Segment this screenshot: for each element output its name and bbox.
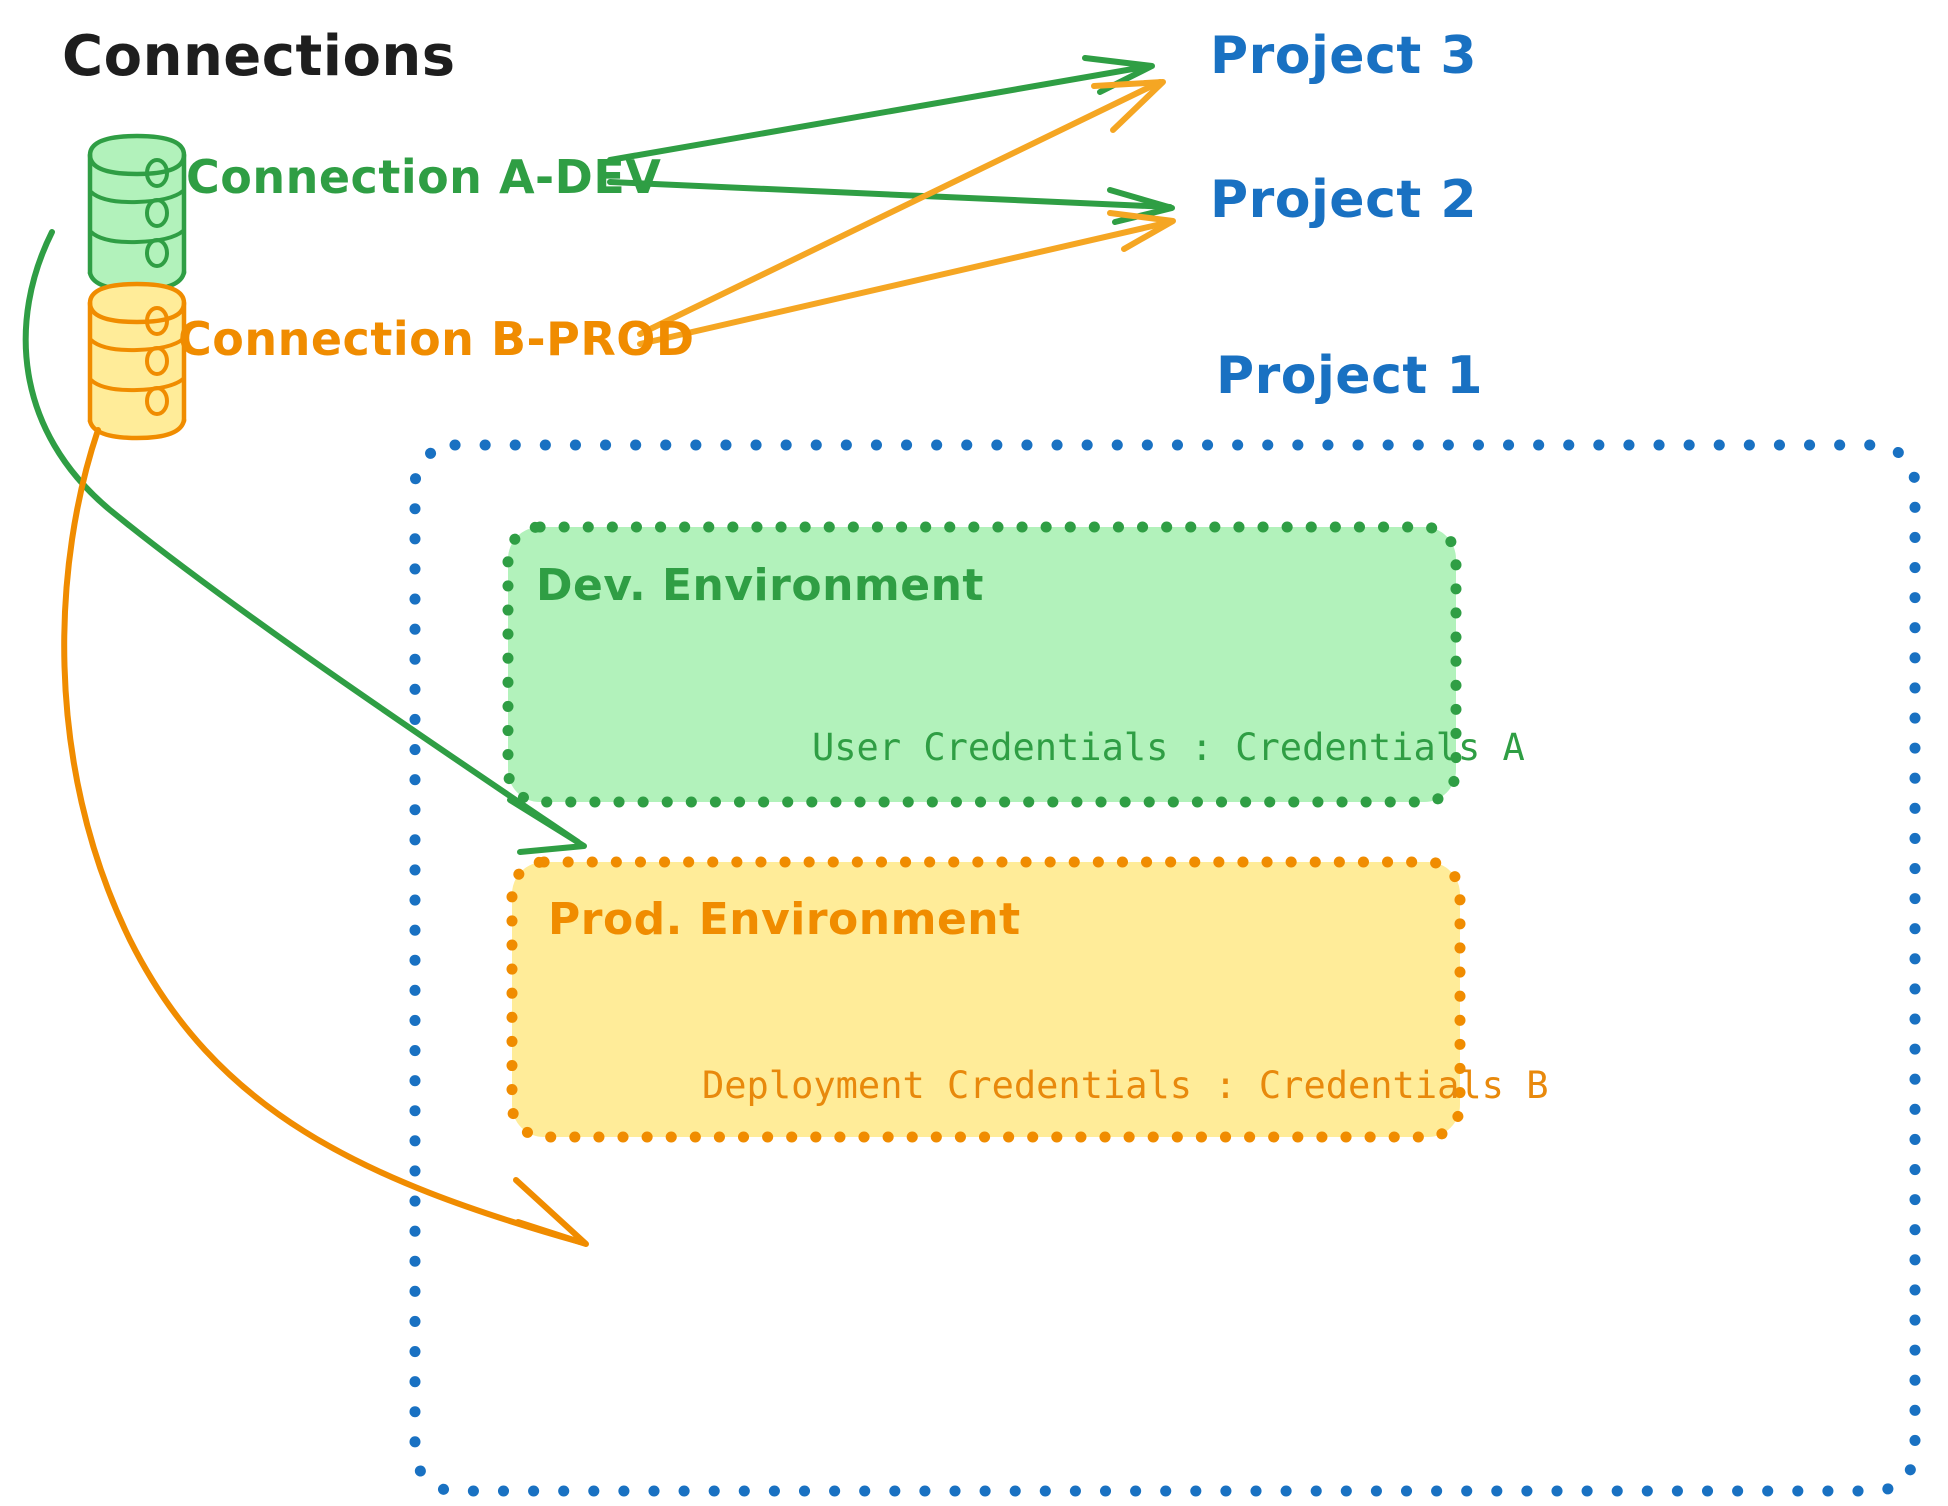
page-title: Connections: [62, 24, 456, 89]
dev-environment-title: Dev. Environment: [536, 560, 984, 611]
project-1-label[interactable]: Project 1: [1216, 346, 1484, 406]
dev-environment-credentials: User Credentials : Credentials A: [812, 726, 1525, 769]
prod-environment-credentials: Deployment Credentials : Credentials B: [702, 1064, 1549, 1107]
project-2-label[interactable]: Project 2: [1210, 170, 1478, 230]
arrow-a-to-dev-env: [22, 229, 587, 855]
database-icon-orange: [87, 281, 187, 441]
arrow-a-to-project3: [607, 55, 1155, 163]
prod-environment-box: [506, 856, 1466, 1143]
dev-environment-box: [502, 521, 1462, 808]
arrow-b-to-prod-env: [61, 427, 589, 1247]
project-3-label[interactable]: Project 3: [1210, 26, 1478, 86]
project-1-container-border: [409, 439, 1921, 1497]
connection-b-prod-label[interactable]: Connection B-PROD: [178, 312, 695, 366]
database-icon-green: [87, 133, 187, 293]
arrow-b-to-project2: [637, 210, 1176, 347]
arrow-b-to-project3: [637, 79, 1166, 337]
prod-environment-title: Prod. Environment: [548, 894, 1021, 945]
arrow-a-to-project2: [607, 179, 1175, 225]
connection-a-dev-label[interactable]: Connection A-DEV: [186, 150, 662, 204]
